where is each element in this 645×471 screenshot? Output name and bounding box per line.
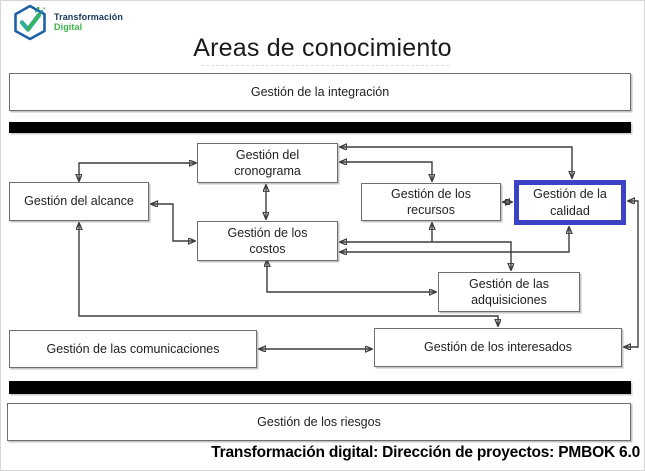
logo: Transformación Digital [11, 4, 123, 41]
box-interesados: Gestión de los interesados [374, 328, 622, 367]
connector-cronograma-calidad [340, 147, 572, 178]
footer-caption: Transformación digital: Dirección de pro… [211, 444, 640, 461]
box-adquisiciones: Gestión de las adquisiciones [438, 272, 580, 312]
connector-alcance-costos [151, 204, 195, 241]
box-calidad: Gestión de la calidad [514, 180, 626, 225]
divider-bar-2 [9, 381, 631, 394]
transformacion-digital-hexagon-check-icon [14, 4, 46, 41]
logo-text: Transformación Digital [54, 12, 123, 32]
connector-cronograma-alcance [79, 163, 196, 181]
connector-alcance-interesados [79, 223, 498, 326]
box-riesgos: Gestión de los riesgos [7, 403, 631, 441]
title-underline-artifact [201, 65, 449, 66]
connector-cronograma-recursos [340, 162, 432, 181]
box-integracion: Gestión de la integración [9, 73, 631, 111]
connector-costos-adquisiciones-top [340, 242, 511, 270]
box-recursos: Gestión de los recursos [361, 183, 501, 221]
logo-line2: Digital [54, 21, 83, 32]
box-alcance: Gestión del alcance [9, 182, 149, 221]
box-comunicaciones: Gestión de las comunicaciones [9, 330, 257, 368]
connector-costos-adquisiciones-left [267, 260, 436, 292]
box-cronograma: Gestión del cronograma [197, 143, 338, 183]
box-costos: Gestión de los costos [197, 221, 338, 261]
logo-line1: Transformación [54, 12, 123, 23]
divider-bar-1 [9, 122, 631, 133]
connector-calidad-interesados [624, 201, 639, 347]
page-title: Areas de conocimiento [193, 34, 452, 62]
connector-costos-calidad [340, 227, 569, 252]
